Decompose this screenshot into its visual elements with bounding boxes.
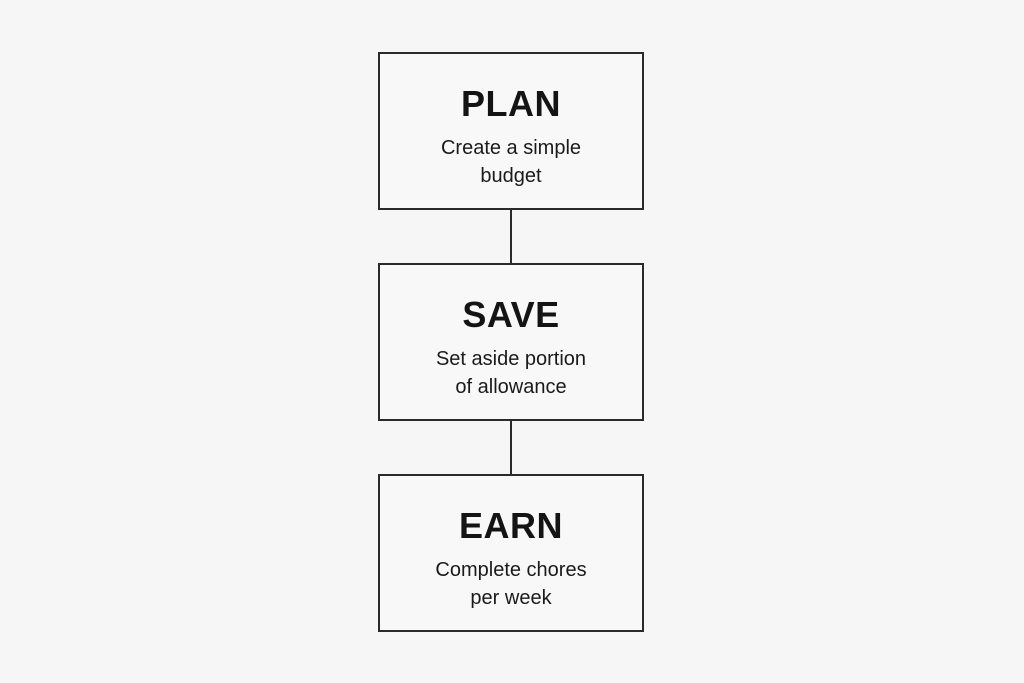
step-title-save: SAVE — [462, 294, 560, 335]
step-description-save: Set aside portion of allowance — [400, 345, 622, 401]
step-box-earn: EARN Complete chores per week — [378, 474, 644, 632]
step-description-plan: Create a simple budget — [400, 134, 622, 190]
connector-save-earn — [510, 421, 512, 474]
step-title-earn: EARN — [458, 505, 563, 546]
step-title-plan: PLAN — [461, 83, 561, 124]
step-description-plan-line2: budget — [480, 165, 542, 187]
step-description-plan-line1: Create a simple — [440, 137, 582, 159]
step-description-save-line1: Set aside portion — [435, 348, 587, 370]
step-description-earn: Complete chores per week — [400, 556, 622, 612]
step-description-earn-line2: per week — [470, 587, 552, 609]
step-box-save: SAVE Set aside portion of allowance — [378, 263, 644, 421]
step-description-save-line2: of allowance — [455, 376, 567, 398]
connector-plan-save — [510, 210, 512, 263]
step-description-earn-line1: Complete chores — [435, 559, 587, 581]
step-box-plan: PLAN Create a simple budget — [378, 52, 644, 210]
